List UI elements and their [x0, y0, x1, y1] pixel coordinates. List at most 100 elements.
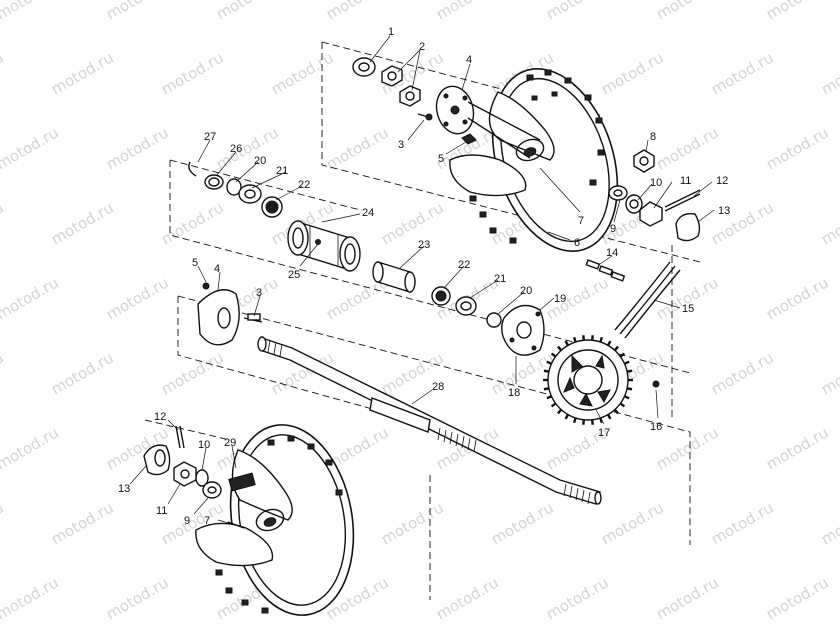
- callout-20-lower: 20: [520, 285, 532, 297]
- lower-left-hardware: [143, 425, 245, 529]
- callout-7-lower: 7: [204, 515, 210, 527]
- drive-chain: [614, 261, 681, 339]
- callout-28: 28: [432, 381, 444, 393]
- watermark-text: motod.ru: [433, 0, 502, 23]
- callout-25: 25: [288, 269, 300, 281]
- lower-hub-left: [197, 282, 263, 346]
- callout-11-lower: 11: [156, 505, 167, 517]
- watermark-text: motod.ru: [0, 348, 7, 398]
- callout-1: 1: [388, 26, 394, 38]
- callout-12-lower: 12: [154, 411, 166, 423]
- callout-23: 23: [418, 239, 430, 251]
- watermark-text: motod.ru: [103, 573, 172, 623]
- sprocket-tooth: [564, 414, 570, 420]
- rear-axle-shaft: [257, 336, 602, 505]
- watermark-text: motod.ru: [378, 198, 447, 248]
- watermark-text: motod.ru: [653, 423, 722, 473]
- callout-9-lower: 9: [184, 515, 190, 527]
- watermark-text: motod.ru: [0, 0, 62, 23]
- watermark-text: motod.ru: [103, 123, 172, 173]
- watermark-text: motod.ru: [48, 348, 117, 398]
- callout-4-lower: 4: [214, 263, 220, 275]
- leader-lines: [129, 35, 715, 525]
- callout-5: 5: [438, 153, 444, 165]
- callout-3-lower: 3: [256, 287, 262, 299]
- sprocket: [543, 335, 660, 425]
- callout-24: 24: [362, 207, 374, 219]
- upper-wheel-tire: [449, 68, 619, 252]
- watermark-text: motod.ru: [323, 0, 392, 23]
- watermark-text: motod.ru: [0, 423, 62, 473]
- watermark-text: motod.ru: [763, 423, 832, 473]
- upper-hub: [435, 85, 541, 159]
- sprocket-tooth: [613, 408, 620, 415]
- upper-tire-holes: [469, 69, 605, 244]
- sprocket-tooth: [619, 402, 626, 408]
- callout-7: 7: [578, 215, 584, 227]
- callout-15: 15: [682, 303, 694, 315]
- callout-19: 19: [554, 293, 566, 305]
- watermark-text: motod.ru: [0, 273, 62, 323]
- sprocket-tooth: [543, 387, 550, 391]
- watermark-text: motod.ru: [158, 198, 227, 248]
- callout-18: 18: [508, 387, 520, 399]
- sprocket-tooth: [619, 352, 626, 358]
- watermark-text: motod.ru: [103, 0, 172, 23]
- callout-9: 9: [610, 223, 616, 235]
- callout-26: 26: [230, 143, 242, 155]
- sprocket-tooth: [613, 345, 620, 352]
- watermark-text: motod.ru: [213, 0, 282, 23]
- upper-right-hardware: [608, 149, 701, 242]
- watermark-text: motod.ru: [48, 198, 117, 248]
- watermark-text: motod.ru: [818, 48, 840, 98]
- sprocket-tooth: [624, 395, 630, 400]
- watermark-text: motod.ru: [158, 348, 227, 398]
- sprocket-tooth: [606, 340, 612, 346]
- bearing-carrier-assembly: [188, 161, 545, 356]
- callout-11: 11: [680, 175, 691, 187]
- callout-22-lower: 22: [458, 259, 470, 271]
- callout-20-upper: 20: [254, 155, 266, 167]
- callout-4: 4: [466, 54, 472, 66]
- sprocket-tooth: [599, 336, 604, 343]
- watermark-text: motod.ru: [48, 498, 117, 548]
- watermark-text: motod.ru: [708, 348, 777, 398]
- callout-8: 8: [650, 131, 656, 143]
- watermark-text: motod.ru: [0, 198, 7, 248]
- callout-10-lower: 10: [198, 439, 210, 451]
- callout-17: 17: [598, 427, 610, 439]
- watermark-text: motod.ru: [0, 573, 62, 623]
- sprocket-tooth: [556, 345, 563, 352]
- callout-21-upper: 21: [276, 165, 288, 177]
- sprocket-tooth: [582, 335, 586, 341]
- sprocket-tooth: [550, 402, 557, 408]
- watermark-text: motod.ru: [488, 348, 557, 398]
- sprocket-tooth: [590, 335, 594, 341]
- sprocket-tooth: [572, 417, 577, 424]
- assembly-frames: [144, 41, 701, 600]
- callout-3: 3: [398, 139, 404, 151]
- sprocket-tooth: [626, 387, 633, 391]
- sprocket-tooth: [564, 340, 570, 346]
- sprocket-tooth: [582, 419, 586, 425]
- callout-16: 16: [650, 421, 662, 433]
- callout-22-upper: 22: [298, 179, 310, 191]
- watermark-text: motod.ru: [543, 0, 612, 23]
- watermark-text: motod.ru: [708, 498, 777, 548]
- watermark-text: motod.ru: [543, 573, 612, 623]
- axle-spline-center: [437, 427, 477, 453]
- watermark-text: motod.ru: [763, 123, 832, 173]
- sprocket-tooth: [599, 417, 604, 424]
- sprocket-tooth: [572, 336, 577, 343]
- lower-wheel-tire: [195, 424, 355, 616]
- watermark-text: motod.ru: [598, 48, 667, 98]
- callout-12: 12: [716, 175, 728, 187]
- callout-10: 10: [650, 177, 662, 189]
- callout-labels: 1 2 3 4 5 6 7 8 9 10 11 12 13 14 15 16 1…: [118, 26, 730, 527]
- watermark-text: motod.ru: [763, 573, 832, 623]
- sprocket-tooth: [546, 395, 552, 400]
- sprocket-tooth: [626, 369, 633, 373]
- sprocket-tooth: [550, 352, 557, 358]
- sprocket-tooth: [546, 360, 552, 365]
